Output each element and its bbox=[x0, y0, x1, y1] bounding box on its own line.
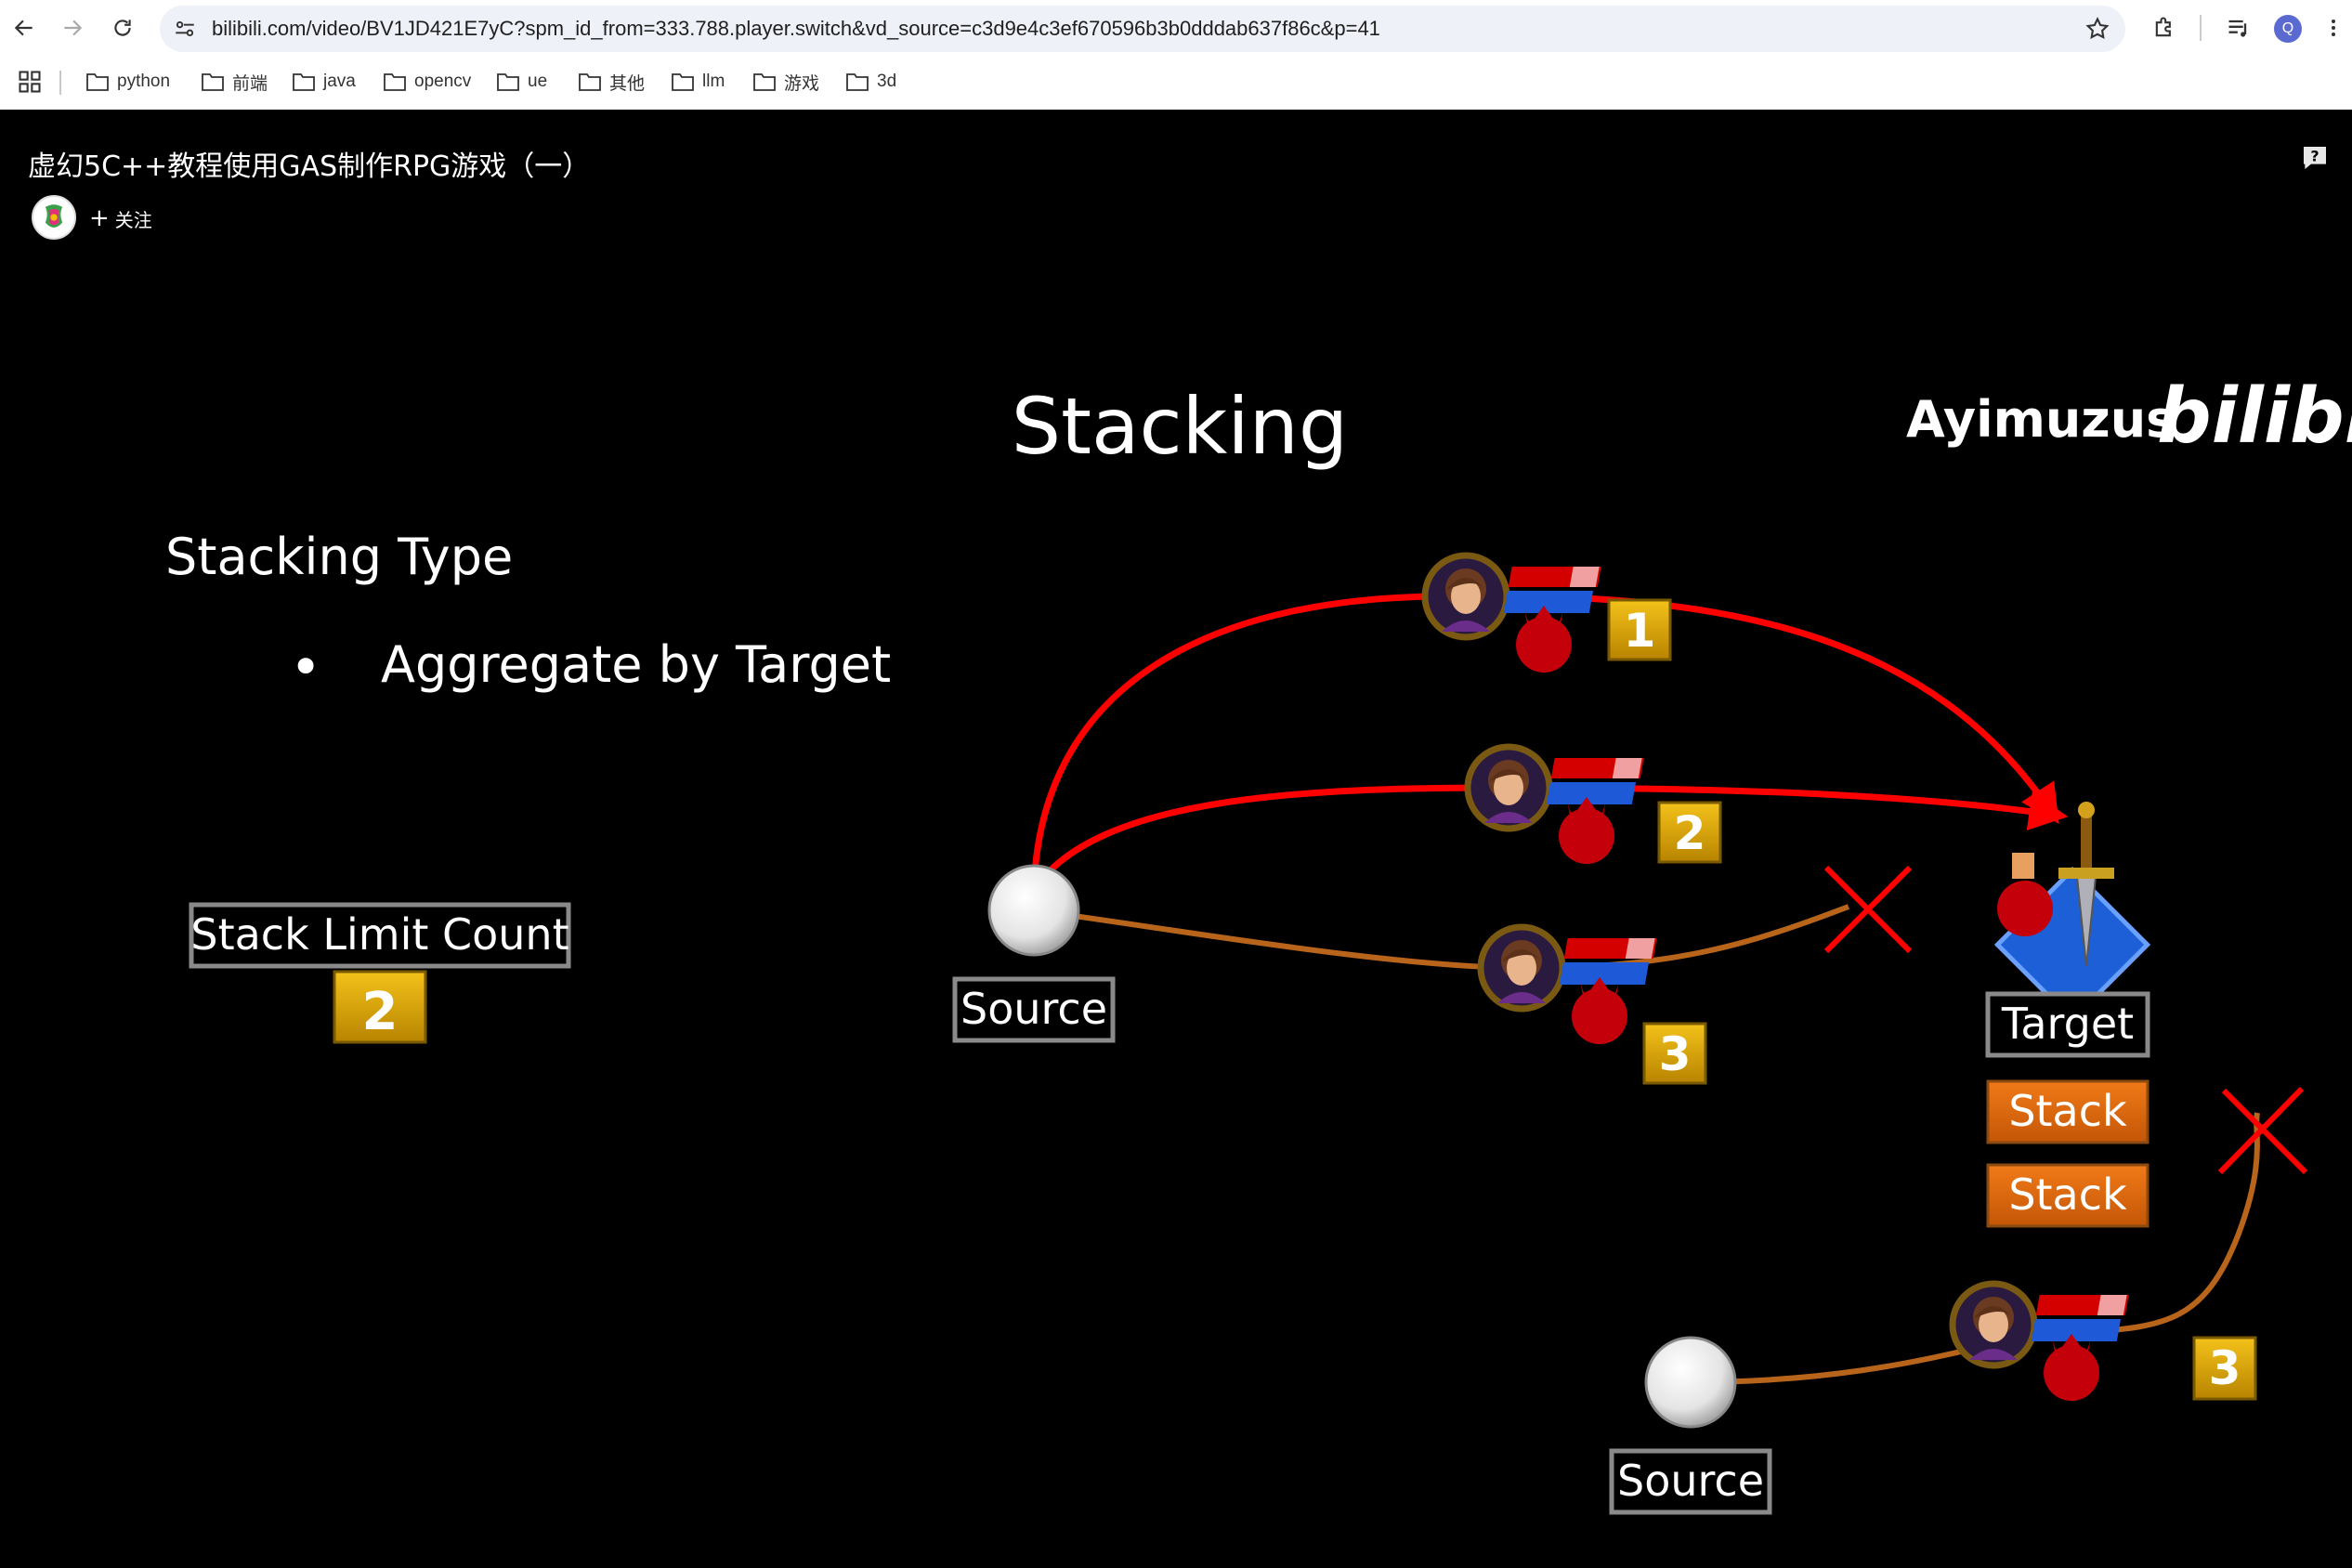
video-player[interactable]: Stacking Ayimuzus bilibili Stacking Type… bbox=[0, 110, 2352, 1568]
stack-box-2: Stack bbox=[1986, 1163, 2149, 1228]
arrow-left-icon bbox=[14, 20, 33, 36]
video-frame: Stacking Ayimuzus bilibili Stacking Type… bbox=[165, 372, 2352, 1515]
follow-label: 关注 bbox=[114, 208, 152, 231]
bookmark-label: python bbox=[117, 72, 171, 91]
folder-icon bbox=[86, 73, 109, 91]
bookmark-label: 前端 bbox=[232, 73, 268, 94]
effect-badge-2: 2 bbox=[1657, 801, 1722, 864]
folder-icon bbox=[293, 73, 315, 91]
slide-heading: Stacking bbox=[1012, 381, 1348, 472]
bookmark-label: java bbox=[323, 72, 356, 91]
folder-icon bbox=[846, 73, 869, 91]
uploader-avatar[interactable] bbox=[32, 195, 76, 240]
folder-icon bbox=[202, 73, 224, 91]
plus-icon: + bbox=[89, 204, 110, 232]
effect-number-3: 3 bbox=[1659, 1027, 1692, 1081]
bookmark-folder-5[interactable]: 其他 bbox=[578, 65, 645, 98]
bookmark-folder-4[interactable]: ue bbox=[496, 65, 547, 98]
bookmark-label: 游戏 bbox=[784, 73, 820, 94]
bookmark-label: ue bbox=[528, 72, 548, 91]
stack-label-2: Stack bbox=[2008, 1169, 2127, 1220]
apps-grid-icon[interactable] bbox=[17, 69, 43, 95]
effect-number-4: 3 bbox=[2209, 1341, 2241, 1395]
folder-icon bbox=[497, 73, 519, 91]
rejected-x-mark-1 bbox=[1823, 865, 1913, 954]
effect-icon-2 bbox=[1468, 747, 1644, 864]
effect-icon-1 bbox=[1425, 555, 1601, 673]
profile-avatar[interactable]: Q bbox=[2274, 15, 2302, 43]
bookmarks-divider bbox=[59, 71, 61, 95]
bookmark-folder-7[interactable]: 游戏 bbox=[752, 65, 819, 98]
bookmark-star-icon[interactable] bbox=[2084, 16, 2110, 42]
media-control-button[interactable] bbox=[2222, 11, 2255, 45]
bookmarks-bar: python 前端 java opencv ue 其他 llm 游戏 3d bbox=[0, 61, 2352, 104]
reload-button[interactable] bbox=[104, 9, 141, 46]
address-bar[interactable]: bilibili.com/video/BV1JD421E7yC?spm_id_f… bbox=[160, 6, 2125, 52]
folder-icon bbox=[672, 73, 694, 91]
bookmark-label: llm bbox=[702, 72, 725, 91]
folder-icon bbox=[384, 73, 406, 91]
stack-box-1: Stack bbox=[1986, 1079, 2149, 1144]
arrow-right-icon bbox=[64, 20, 83, 36]
source-node-1 bbox=[987, 864, 1080, 957]
video-title: 虚幻5C++教程使用GAS制作RPG游戏（一） bbox=[28, 150, 591, 183]
url-text[interactable]: bilibili.com/video/BV1JD421E7yC?spm_id_f… bbox=[212, 17, 1380, 40]
follow-button[interactable]: + 关注 bbox=[89, 203, 152, 234]
browser-menu-button[interactable] bbox=[2322, 11, 2345, 45]
bullet-symbol: • bbox=[290, 635, 321, 699]
effect-badge-4: 3 bbox=[2192, 1336, 2257, 1401]
bookmark-label: 3d bbox=[877, 72, 897, 91]
uploader-logo-icon bbox=[36, 200, 72, 235]
bookmark-folder-8[interactable]: 3d bbox=[845, 65, 896, 98]
effect-badge-3: 3 bbox=[1642, 1022, 1707, 1085]
folder-icon bbox=[753, 73, 776, 91]
target-label: Target bbox=[2001, 999, 2134, 1049]
stack-limit-badge: 2 bbox=[333, 970, 427, 1044]
effect-icon-4 bbox=[1953, 1284, 2129, 1401]
back-button[interactable] bbox=[6, 9, 43, 46]
site-settings-icon[interactable] bbox=[173, 17, 197, 41]
help-icon[interactable]: ? bbox=[2300, 143, 2330, 173]
stack-label-1: Stack bbox=[2008, 1086, 2127, 1136]
stack-limit-box: Stack Limit Count bbox=[189, 902, 571, 969]
stacking-type-heading: Stacking Type bbox=[165, 528, 513, 586]
effect-number-1: 1 bbox=[1624, 604, 1656, 658]
effect-badge-1: 1 bbox=[1607, 598, 1672, 661]
more-vert-icon bbox=[2332, 20, 2335, 36]
bookmark-folder-0[interactable]: python bbox=[85, 65, 170, 98]
bookmark-folder-2[interactable]: java bbox=[292, 65, 356, 98]
target-box: Target bbox=[1985, 991, 2150, 1058]
rejected-x-mark-2 bbox=[2217, 1086, 2308, 1175]
bookmark-folder-6[interactable]: llm bbox=[671, 65, 725, 98]
target-node bbox=[1993, 802, 2151, 1024]
svg-text:?: ? bbox=[2310, 147, 2319, 164]
extensions-button[interactable] bbox=[2148, 11, 2181, 45]
forward-button[interactable] bbox=[54, 9, 91, 46]
bookmark-label: opencv bbox=[414, 72, 472, 91]
effect-icon-3 bbox=[1481, 927, 1657, 1044]
source-box-2: Source bbox=[1609, 1448, 1772, 1515]
watermark-logo: bilibili bbox=[2157, 372, 2352, 461]
watermark-author: Ayimuzus bbox=[1906, 390, 2176, 449]
reload-icon bbox=[114, 20, 131, 36]
stack-limit-value: 2 bbox=[362, 982, 399, 1042]
source-node-2 bbox=[1644, 1336, 1737, 1429]
bookmark-label: 其他 bbox=[609, 73, 646, 94]
media-queue-icon bbox=[2228, 20, 2247, 37]
puzzle-icon bbox=[2155, 17, 2171, 37]
effect-number-2: 2 bbox=[1674, 806, 1706, 860]
browser-toolbar: bilibili.com/video/BV1JD421E7yC?spm_id_f… bbox=[0, 0, 2352, 110]
toolbar-divider bbox=[2200, 15, 2202, 41]
effect-path-3 bbox=[1033, 904, 1850, 972]
source-label-1: Source bbox=[960, 984, 1107, 1034]
bookmark-folder-3[interactable]: opencv bbox=[383, 65, 471, 98]
source-box-1: Source bbox=[952, 976, 1116, 1043]
bookmark-folder-1[interactable]: 前端 bbox=[201, 65, 268, 98]
folder-icon bbox=[579, 73, 601, 91]
source-label-2: Source bbox=[1617, 1456, 1764, 1506]
stack-limit-label: Stack Limit Count bbox=[190, 909, 568, 960]
bullet-aggregate-by-target: Aggregate by Target bbox=[381, 635, 891, 694]
